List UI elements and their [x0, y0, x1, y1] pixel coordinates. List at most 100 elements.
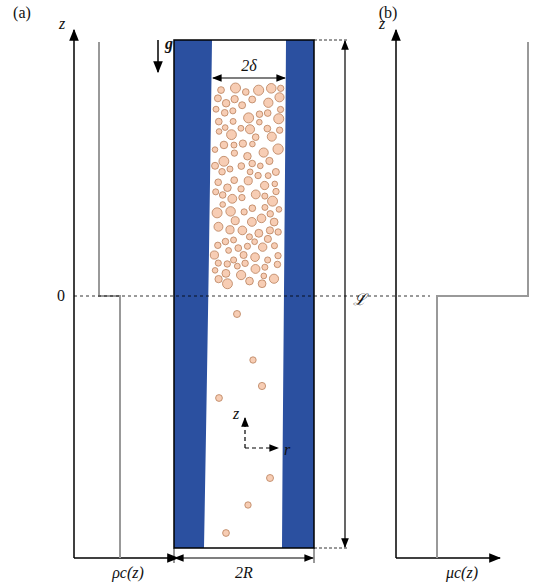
bubble — [227, 166, 233, 172]
bubble — [238, 125, 244, 131]
bubble — [244, 177, 252, 185]
bubble — [251, 264, 260, 273]
bubble — [231, 257, 237, 263]
bubble — [231, 217, 239, 225]
bubble — [235, 245, 242, 252]
bubble — [274, 261, 281, 268]
bubble — [222, 269, 230, 277]
bubble — [223, 279, 233, 289]
bubble — [262, 204, 268, 210]
bubble — [264, 235, 271, 242]
mu-axis — [396, 557, 500, 559]
bubble — [259, 148, 268, 157]
bubble — [255, 229, 263, 237]
bubble — [249, 160, 256, 167]
axis-label: z — [59, 16, 65, 32]
z-axis — [73, 30, 75, 558]
bubble — [257, 214, 266, 223]
bubble — [276, 207, 282, 213]
bubble — [275, 93, 284, 102]
bubble — [215, 242, 221, 248]
bubble — [220, 202, 226, 208]
bubble — [264, 98, 273, 107]
bubble — [274, 114, 284, 124]
bubble — [224, 184, 232, 192]
density-profile — [99, 42, 120, 558]
panel-label: (a) — [13, 5, 31, 21]
bubble — [210, 251, 218, 259]
tube-wall — [174, 40, 314, 548]
length-arrow — [344, 41, 345, 547]
bubble — [275, 253, 281, 259]
bubble — [256, 111, 263, 118]
bubble — [267, 132, 276, 141]
axis-tick-label: 0 — [57, 288, 65, 304]
bubble — [219, 192, 226, 199]
bubble — [244, 152, 252, 160]
bubble — [264, 125, 271, 132]
gravity-arrow — [157, 40, 159, 72]
bubble — [212, 162, 219, 169]
bubble — [245, 502, 251, 508]
bubble — [231, 177, 238, 184]
bubble — [219, 156, 229, 166]
bubble — [222, 125, 228, 131]
bubble — [241, 209, 247, 215]
bubble — [231, 142, 237, 148]
bubble — [247, 169, 253, 175]
dimension-label: 2R — [235, 565, 253, 581]
bubble — [258, 280, 266, 288]
bubble — [231, 150, 237, 156]
bubble — [228, 194, 237, 203]
bubble — [230, 118, 236, 124]
bubble — [255, 172, 261, 178]
bubble — [247, 217, 256, 226]
bubble — [239, 140, 246, 147]
bubble — [236, 270, 245, 279]
bubble — [240, 251, 247, 258]
core-width-arrow — [213, 77, 285, 78]
bubble — [266, 84, 276, 94]
bubble — [273, 144, 283, 154]
viscosity-profile — [437, 42, 528, 558]
bubble — [221, 109, 228, 116]
bubble — [266, 157, 273, 164]
bubble — [262, 193, 268, 199]
bubble — [258, 243, 266, 251]
bubble — [258, 382, 265, 389]
bubble — [276, 127, 282, 133]
bubble — [224, 261, 230, 267]
bubble — [265, 173, 271, 179]
bubble — [272, 168, 279, 175]
extension-line — [314, 548, 348, 549]
bubble — [257, 119, 263, 125]
bubble — [242, 260, 248, 266]
bubble — [215, 260, 221, 266]
bubble — [215, 275, 222, 282]
bubble — [252, 239, 258, 245]
bubble — [246, 234, 252, 240]
bubble — [244, 243, 250, 249]
bubble — [257, 163, 263, 169]
bubble — [213, 189, 219, 195]
bubble — [215, 179, 222, 186]
bubble — [213, 106, 219, 112]
bubble — [226, 248, 232, 254]
bubble — [252, 134, 259, 141]
bubble — [222, 238, 229, 245]
bubble — [216, 129, 222, 135]
bubble — [230, 83, 240, 93]
bubble — [231, 237, 237, 243]
bubble — [220, 141, 228, 149]
z-axis — [395, 30, 397, 558]
bubble — [272, 181, 278, 187]
bubble — [250, 141, 256, 147]
bubble — [242, 89, 249, 96]
bubble — [268, 196, 278, 206]
bubble — [239, 102, 246, 109]
axis-label: z — [379, 16, 385, 32]
bubble — [239, 194, 245, 200]
bubble — [230, 108, 236, 114]
local-z-axis — [244, 418, 245, 448]
